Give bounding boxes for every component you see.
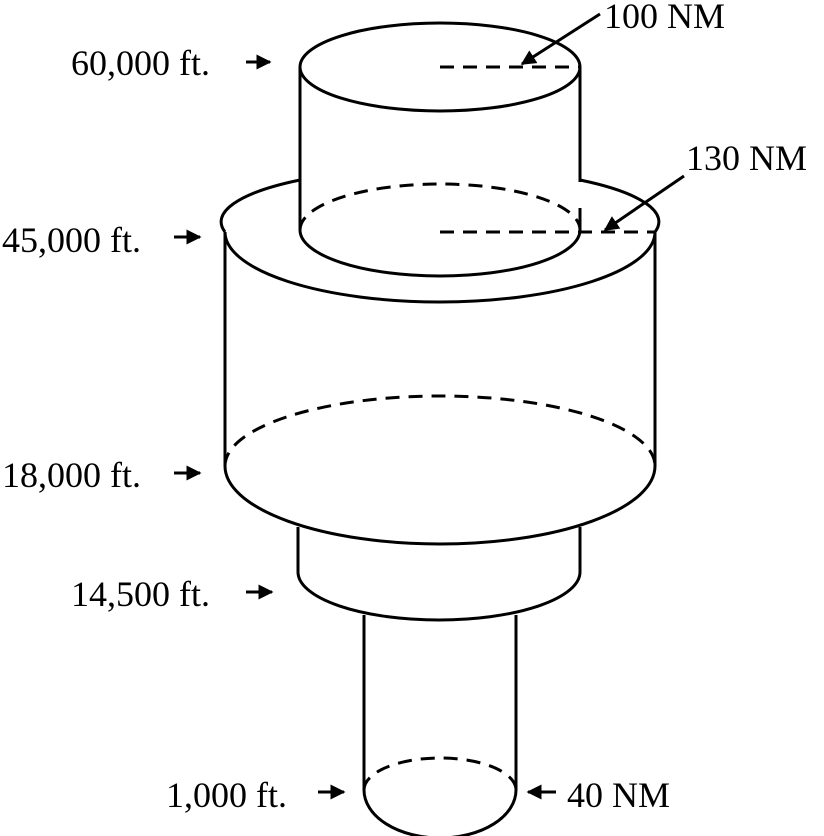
- shaft-bottom-hidden-arc: [362, 756, 518, 791]
- arrows: [174, 12, 685, 800]
- shaft-bottom-dome: [362, 789, 518, 836]
- labels: 60,000 ft. 45,000 ft. 18,000 ft. 14,500 …: [2, 0, 807, 815]
- large-cylinder-bottom-front-arc: [223, 465, 657, 546]
- upper-cylinder-bottom-front-arc: [298, 229, 582, 278]
- label-100nm: 100 NM: [604, 0, 725, 36]
- collar-cylinder: [296, 527, 582, 622]
- arrow-100nm: [520, 12, 601, 66]
- label-40nm: 40 NM: [567, 775, 670, 815]
- shaft-cylinder: [362, 615, 518, 836]
- large-cylinder-top-front-arc: [223, 231, 657, 304]
- upper-cylinder: [298, 21, 582, 278]
- label-14500: 14,500 ft.: [71, 574, 210, 614]
- large-cylinder-top-back-left: [219, 178, 301, 233]
- upper-cylinder-bottom-hidden-arc: [298, 182, 582, 231]
- large-cylinder: [219, 178, 661, 546]
- large-cylinder-top-back-right: [579, 178, 661, 233]
- collar-bottom-front-arc: [296, 571, 582, 622]
- label-1000: 1,000 ft.: [166, 775, 287, 815]
- label-60000: 60,000 ft.: [71, 43, 210, 83]
- label-45000: 45,000 ft.: [2, 220, 141, 260]
- arrow-130nm: [603, 174, 685, 232]
- label-18000: 18,000 ft.: [2, 455, 141, 495]
- label-130nm: 130 NM: [686, 138, 807, 178]
- large-cylinder-bottom-hidden-arc: [223, 394, 657, 467]
